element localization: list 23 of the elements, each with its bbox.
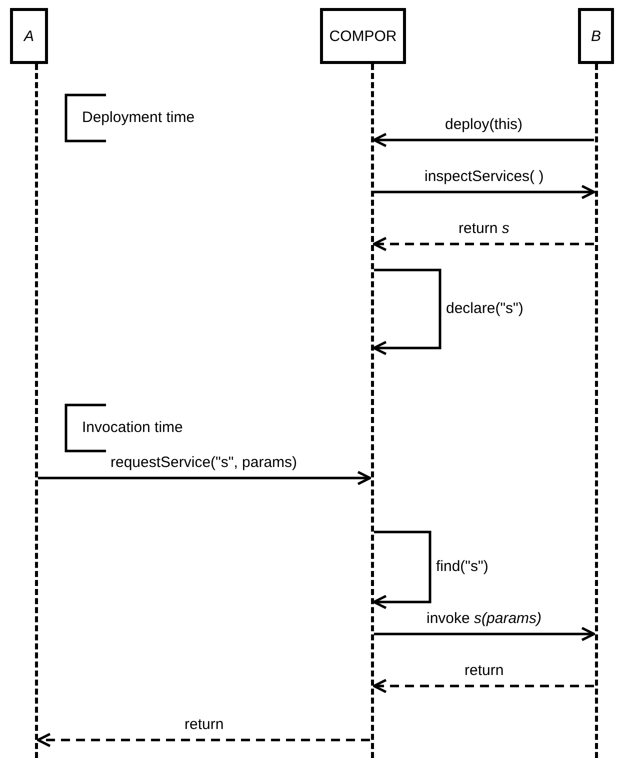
message-label: inspectServices( ) bbox=[422, 168, 546, 186]
lifeline-head-box: COMPOR bbox=[320, 8, 406, 64]
phase-label: Deployment time bbox=[82, 109, 195, 127]
message-label: deploy(this) bbox=[443, 116, 525, 134]
return-message-arrow bbox=[372, 678, 594, 694]
lifeline bbox=[595, 64, 598, 758]
phase-label: Invocation time bbox=[82, 419, 183, 437]
message-arrow bbox=[374, 184, 596, 200]
return-message-arrow bbox=[36, 732, 370, 748]
lifeline-head-box: B bbox=[578, 8, 614, 64]
message-label: requestService("s", params) bbox=[108, 454, 300, 472]
lifeline bbox=[35, 64, 38, 758]
message-arrow bbox=[374, 626, 596, 642]
message-arrow bbox=[38, 470, 372, 486]
self-message-arrow bbox=[372, 530, 432, 610]
message-label: declare("s") bbox=[444, 300, 526, 318]
self-message-arrow bbox=[372, 268, 442, 356]
lifeline bbox=[371, 64, 374, 758]
message-label: invoke s(params) bbox=[424, 610, 544, 628]
lifeline-head-box: A bbox=[10, 8, 48, 64]
message-arrow bbox=[372, 132, 594, 148]
message-label: find("s") bbox=[434, 558, 490, 576]
return-message-arrow bbox=[372, 236, 594, 252]
